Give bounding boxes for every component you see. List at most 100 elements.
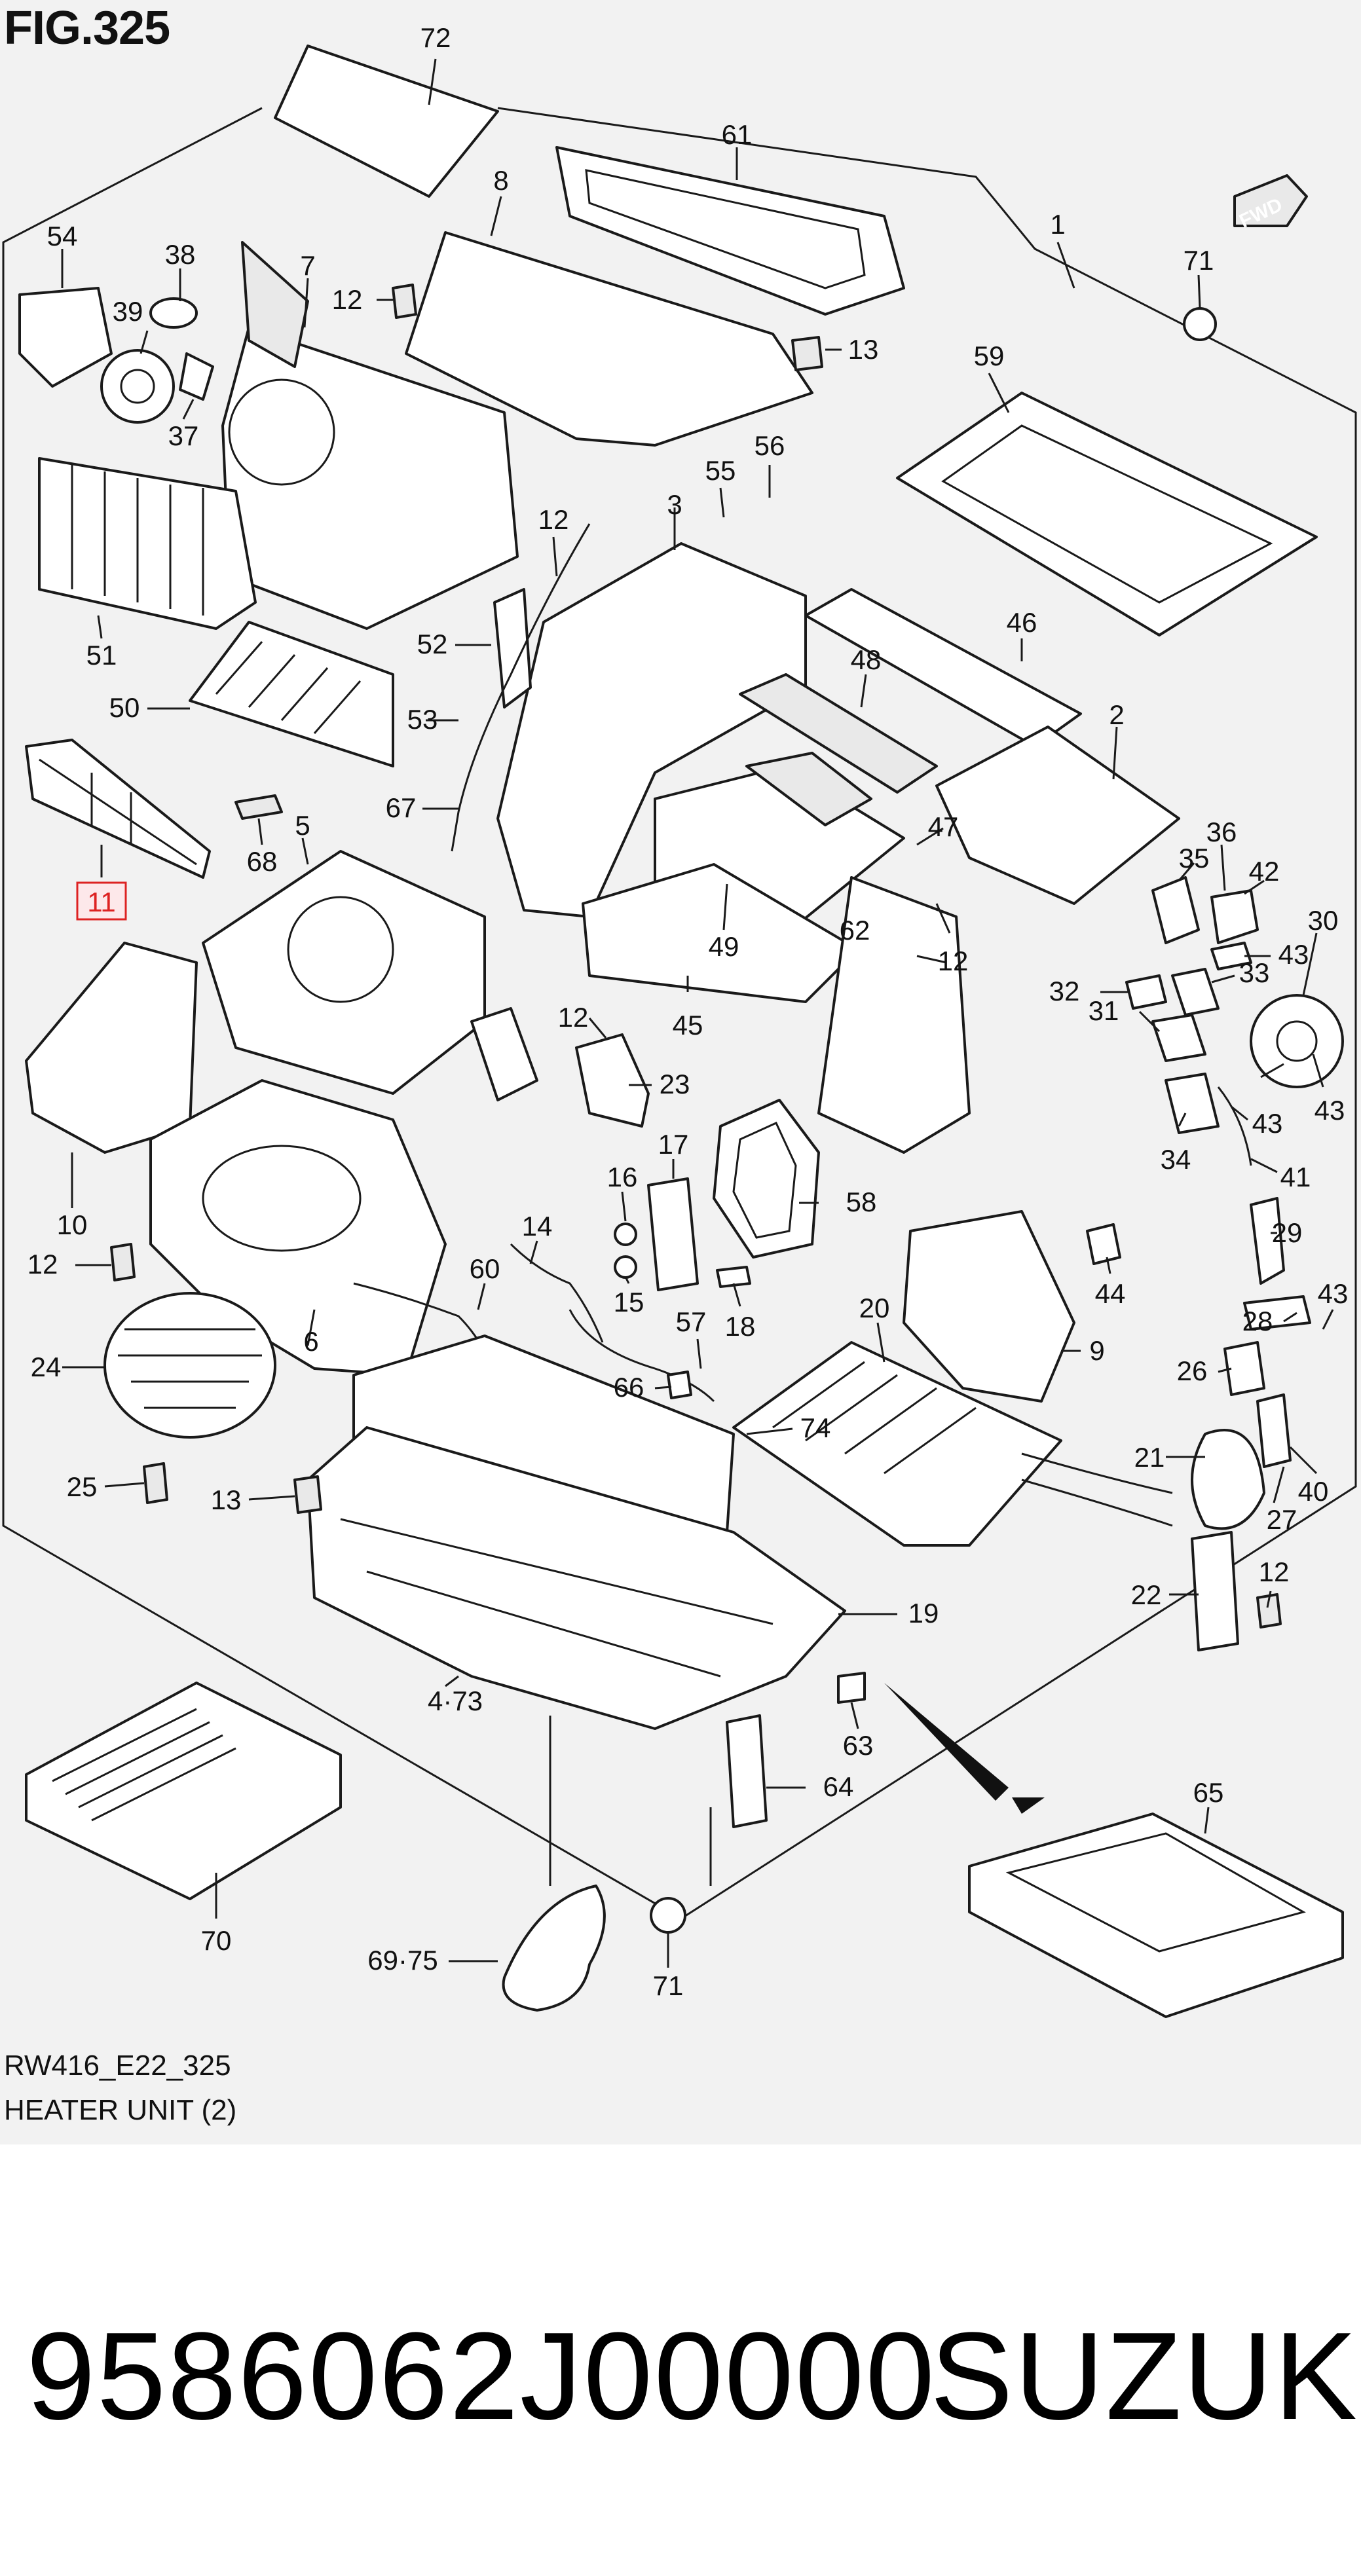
callout-27: 27 [1267,1504,1297,1535]
part-shape-17 [647,1177,699,1291]
direction-arrow-head [1012,1797,1045,1814]
callout-20: 20 [859,1293,890,1323]
part-shape-54 [18,287,113,388]
part-shape-19 [307,1426,846,1730]
part-shape-52 [493,588,532,708]
callout-64: 64 [823,1771,854,1802]
callout-22: 22 [1131,1579,1162,1610]
part-shape-57 [569,1309,715,1403]
part-shape-71a [1183,307,1217,341]
callout-26: 26 [1177,1355,1208,1386]
callout-17: 17 [658,1129,689,1160]
part-shape-50 [189,621,394,767]
callout-33: 33 [1239,957,1270,988]
callout-12-b: 12 [538,504,569,535]
part-shape-24 [103,1292,276,1439]
part-shape-72 [274,45,499,198]
part-shape-18 [716,1266,751,1288]
callout-50: 50 [109,692,140,723]
callout-38: 38 [165,239,196,270]
screw-13b [293,1475,322,1514]
callout-19: 19 [908,1598,939,1628]
part-shape-3 [496,542,807,918]
part-shape-38 [149,297,198,329]
part-shape-10 [25,942,198,1154]
callout-12-e: 12 [28,1249,58,1279]
callout-16: 16 [607,1162,638,1192]
callout-49: 49 [709,931,739,962]
diagram-panel: 72 61 8 1 54 38 7 71 39 12 13 37 59 56 5… [0,0,1361,2144]
part-shape-61 [555,146,905,316]
part-shape-32 [1125,974,1167,1010]
callout-43-b: 43 [1252,1108,1283,1139]
callout-12-d: 12 [558,1002,589,1033]
callout-74: 74 [800,1412,831,1443]
part-shape-21 [1191,1429,1265,1530]
part-shape-68 [234,794,283,820]
callout-42: 42 [1249,856,1280,887]
part-shape-29 [1250,1197,1285,1285]
callout-31: 31 [1089,995,1119,1026]
callout-59: 59 [974,340,1005,371]
callout-3: 3 [667,489,682,520]
callout-69-75: 69·75 [367,1945,438,1976]
callout-21: 21 [1134,1442,1165,1473]
part-shape-58 [713,1099,820,1259]
callout-2: 2 [1109,699,1124,730]
callout-1: 1 [1050,209,1065,240]
callout-12-a: 12 [332,284,363,315]
callout-61: 61 [722,119,753,150]
callout-9: 9 [1089,1335,1104,1366]
callout-65: 65 [1193,1777,1224,1808]
callout-53: 53 [407,704,438,735]
part-shape-31 [1151,1014,1206,1062]
callout-71-bottom: 71 [653,1970,684,2001]
callout-8: 8 [493,165,508,196]
screw-12a [392,284,417,319]
part-shape-71b [650,1897,686,1934]
callout-41: 41 [1280,1162,1311,1192]
callout-14: 14 [522,1211,553,1242]
callout-29: 29 [1272,1217,1303,1248]
screw-13a [791,336,823,371]
figure-description: HEATER UNIT (2) [4,2094,237,2126]
part-shape-23 [575,1033,650,1128]
part-shape-8 [405,231,813,447]
part-shape-36 [1210,889,1259,944]
part-shape-11 [25,739,211,879]
callout-48: 48 [851,644,882,675]
callout-63: 63 [843,1730,874,1761]
part-shape-64 [726,1714,768,1828]
callout-70: 70 [201,1925,232,1956]
callout-18: 18 [725,1311,756,1342]
part-shape-5 [202,850,486,1095]
figure-code: RW416_E22_325 [4,2050,231,2082]
part-shape-47 [745,752,872,826]
callout-25: 25 [67,1471,98,1502]
callout-11: 11 [87,887,116,917]
leader-lines [61,58,1334,1968]
part-shape-67 [451,523,591,852]
callout-60: 60 [470,1253,500,1284]
callout-36: 36 [1206,817,1237,847]
callout-12-f: 12 [1259,1556,1290,1587]
part-shape-35 [1151,876,1200,944]
direction-arrow [884,1683,1009,1801]
part-shape-30 [1250,994,1344,1088]
part-shape-51 [38,457,257,630]
callout-43-a: 43 [1278,939,1309,970]
callout-4-73: 4·73 [428,1685,483,1716]
callout-12-c: 12 [938,946,969,976]
screw-25 [143,1462,168,1504]
callout-47: 47 [928,811,959,842]
part-shape-65 [968,1812,1344,2018]
callout-13-a: 13 [848,334,879,365]
part-shape-9 [903,1210,1075,1403]
part-shape-22 [1191,1531,1239,1651]
part-shape-33 [1171,968,1220,1016]
part-shape-44 [1086,1223,1121,1265]
part-shape-37 [179,352,214,401]
callout-39: 39 [113,296,143,327]
part-shape-63 [837,1672,866,1704]
callout-15: 15 [614,1287,644,1317]
